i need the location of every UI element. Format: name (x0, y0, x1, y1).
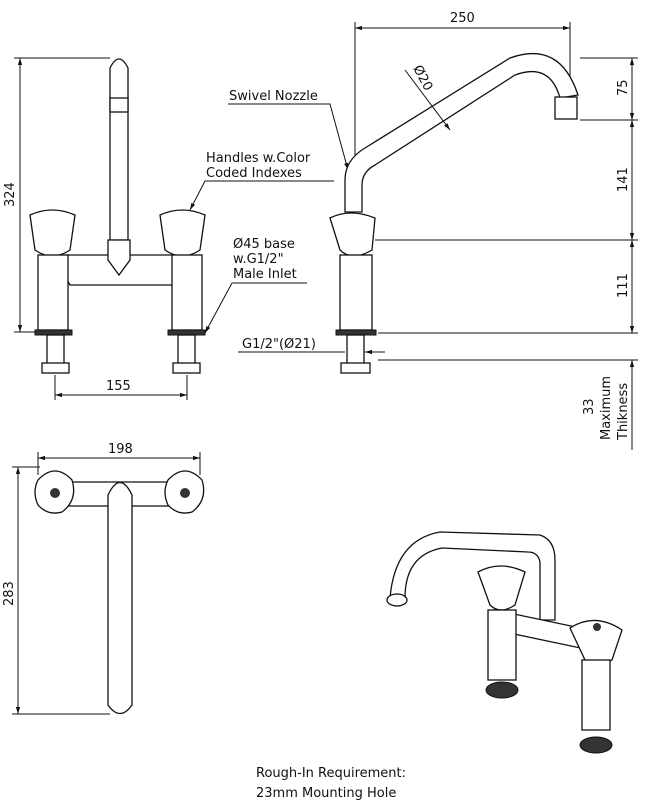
dim-spout-diameter: Ø20 (409, 63, 435, 94)
dim-max-thickness: 33 (582, 398, 597, 415)
footer-line-2: 23mm Mounting Hole (256, 786, 396, 801)
side-view: 250 Ø20 75 141 111 33 Maximum Thikness (329, 11, 638, 450)
callout-handles-2: Coded Indexes (206, 166, 302, 181)
dim-spout-drop: 75 (616, 79, 631, 96)
top-view: 198 283 (2, 442, 205, 715)
callout-base-3: Male Inlet (233, 267, 297, 282)
callout-base-1: Ø45 base (233, 237, 295, 252)
footer-line-1: Rough-In Requirement: (256, 766, 406, 781)
isometric-view (386, 531, 623, 754)
footer-note: Rough-In Requirement: 23mm Mounting Hole (256, 766, 406, 801)
dim-top-width: 198 (108, 442, 133, 457)
callout-swivel-nozzle: Swivel Nozzle (229, 89, 318, 104)
front-view: 324 155 (3, 57, 206, 400)
callout-handles-1: Handles w.Color (206, 151, 311, 166)
dim-inlet-spacing: 155 (106, 379, 131, 394)
callout-base-2: w.G1/2" (233, 252, 284, 267)
dim-top-depth: 283 (2, 581, 17, 606)
dim-body-height: 111 (616, 273, 631, 298)
max-thickness-label-1: Maximum (599, 376, 614, 440)
dim-spout-reach: 250 (450, 11, 475, 26)
dim-spout-rise: 141 (616, 167, 631, 192)
callouts: Swivel Nozzle Handles w.Color Coded Inde… (189, 89, 385, 355)
dim-front-height: 324 (3, 182, 18, 207)
callout-thread: G1/2"(Ø21) (242, 337, 316, 352)
max-thickness-label-2: Thikness (616, 383, 631, 441)
